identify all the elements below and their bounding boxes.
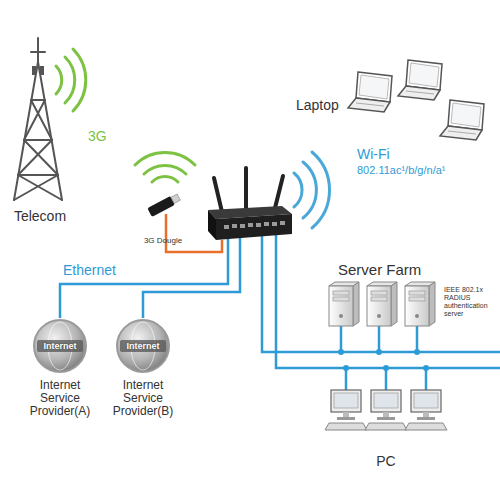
telecom-tower <box>37 38 39 62</box>
router-device <box>280 221 285 225</box>
router-device <box>232 224 237 228</box>
isp-node: InternetInternet Service Provider(B) <box>101 318 185 418</box>
router-device <box>214 168 283 212</box>
wire-junction <box>338 349 429 371</box>
server-note: IEEE 802.1x RADIUS authentication server <box>444 286 500 318</box>
signal-waves <box>135 152 195 182</box>
router-device <box>248 223 253 227</box>
router-device <box>256 223 261 227</box>
usb-dongle <box>147 196 175 217</box>
wifi-waves <box>312 152 330 228</box>
ethernet-wires <box>378 326 381 352</box>
router-device <box>224 225 229 229</box>
signal-waves <box>56 49 86 111</box>
laptop-icons <box>398 60 442 100</box>
network-label: Wi-Fi <box>357 146 417 162</box>
telecom-tower <box>31 51 45 53</box>
device-label: 3G Dougle <box>128 236 198 245</box>
router-device <box>240 224 245 228</box>
server-icons <box>329 282 435 326</box>
ethernet-wires <box>340 326 343 352</box>
ethernet-wires <box>143 238 240 318</box>
laptop-icons <box>440 100 484 140</box>
telecom-tower <box>14 175 58 200</box>
ethernet-wires <box>60 235 500 390</box>
wire-junction <box>338 349 344 355</box>
telecom-tower <box>31 99 45 101</box>
network-label: 3G <box>88 128 118 144</box>
telecom-tower <box>24 100 45 140</box>
wifi-waves <box>303 162 316 218</box>
ethernet-wires <box>425 368 428 390</box>
wifi-waves <box>294 173 302 207</box>
wire-junction <box>423 365 429 371</box>
telecom-tower <box>40 66 44 75</box>
telecom-tower <box>18 140 52 175</box>
device-label: Laptop <box>296 97 356 113</box>
router-device <box>264 222 269 226</box>
pc-icons <box>365 390 407 430</box>
telecom-tower <box>32 66 36 75</box>
wire-junction <box>383 365 389 371</box>
router-device <box>224 221 285 229</box>
server-icons <box>329 282 359 326</box>
isp-node: InternetInternet Service Provider(A) <box>18 318 102 418</box>
ethernet-wires <box>345 368 348 390</box>
group-label: Server Farm <box>338 261 448 278</box>
globe-label: Internet <box>32 340 88 352</box>
pc-icons <box>325 390 447 430</box>
pc-icons <box>325 390 367 430</box>
signal-waves <box>56 66 62 94</box>
telecom-tower <box>18 175 62 200</box>
router-device <box>214 178 222 212</box>
usb-dongle <box>171 194 180 203</box>
laptop-icons <box>348 60 484 140</box>
signal-waves <box>65 57 75 103</box>
pc-icons <box>405 390 447 430</box>
router-device <box>208 168 292 240</box>
usb-dongle <box>147 193 181 217</box>
tower-label: Telecom <box>5 208 75 224</box>
wire-junction <box>414 349 420 355</box>
telecom-tower <box>18 174 58 176</box>
server-icons <box>405 282 435 326</box>
wire-junction <box>376 349 382 355</box>
router-device <box>208 210 216 240</box>
signal-waves <box>152 176 178 182</box>
router-device <box>216 214 292 240</box>
router-device <box>272 222 277 226</box>
router-device <box>244 168 248 208</box>
server-icons <box>367 282 397 326</box>
ethernet-wires <box>262 236 500 352</box>
signal-waves <box>73 49 86 111</box>
ethernet-wires <box>385 368 388 390</box>
telecom-tower <box>24 140 58 175</box>
wire-junction <box>343 365 349 371</box>
ethernet-wires <box>276 235 500 368</box>
telecom-tower <box>24 139 52 141</box>
telecom-tower <box>14 38 62 200</box>
provider-name: Internet Service Provider(A) <box>24 379 96 418</box>
ethernet-wires <box>416 326 419 352</box>
standard-label: 802.11ac¹/b/g/n/a¹ <box>357 164 497 177</box>
laptop-icons <box>348 72 392 112</box>
globe-label: Internet <box>115 340 171 352</box>
wifi-waves <box>294 152 330 228</box>
router-device <box>275 176 283 208</box>
signal-waves <box>144 165 186 174</box>
network-label: Ethernet <box>63 262 143 278</box>
signal-waves <box>135 152 195 165</box>
provider-name: Internet Service Provider(B) <box>107 379 179 418</box>
group-label: PC <box>366 453 406 469</box>
